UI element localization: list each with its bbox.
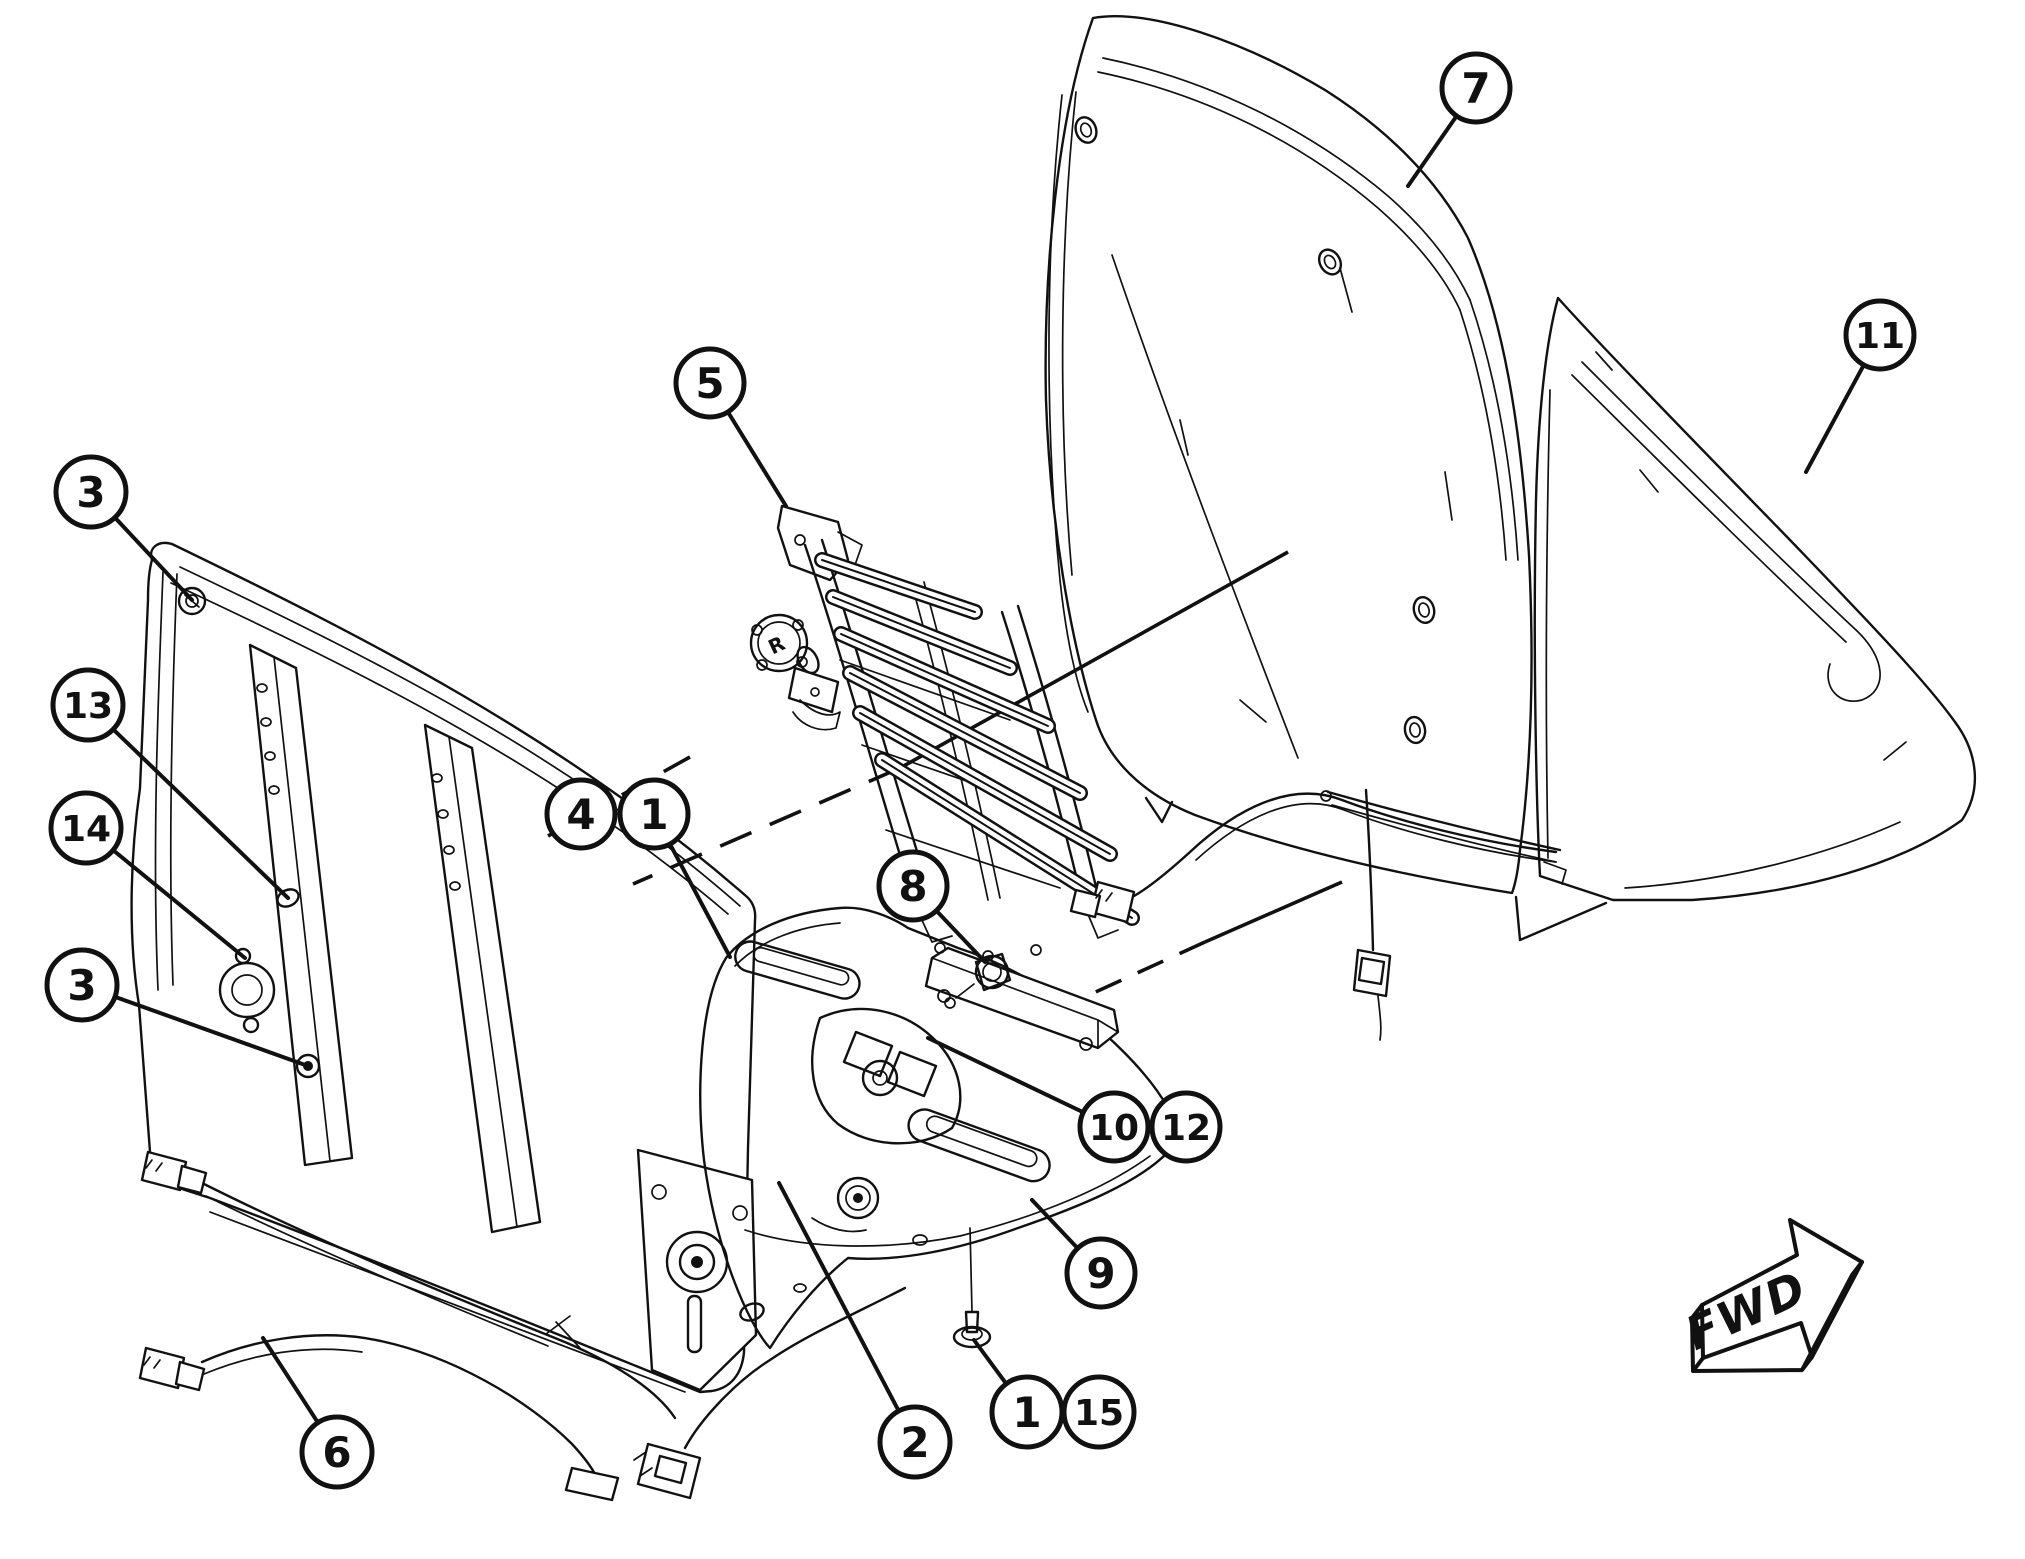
callout-circle [50, 667, 126, 743]
callout-circle [1439, 51, 1513, 125]
seat-back-frame [130, 541, 758, 1394]
harness-connector-upper-left [140, 1150, 208, 1195]
callout-15: 15 [1061, 1374, 1137, 1450]
harness-connector-lower-left [138, 1346, 206, 1392]
callout-number: 6 [322, 1428, 351, 1477]
callout-circle [1843, 298, 1917, 372]
callout-number: 5 [695, 359, 724, 408]
callout-leader [777, 1181, 917, 1444]
callout-circle [299, 1414, 375, 1490]
fwd-arrow-body [1700, 1218, 1864, 1360]
harness-connector-mid [1069, 880, 1136, 924]
fwd-label: FWD [1678, 1260, 1815, 1361]
callout-11: 11 [1804, 298, 1917, 474]
slide-rail-slot-front [907, 1108, 1051, 1183]
callout-number: 15 [1074, 1393, 1124, 1434]
callout-13: 13 [50, 667, 290, 900]
callout-circle [53, 454, 129, 530]
harness-bracket [564, 1466, 620, 1502]
callout-circle [876, 849, 950, 923]
callout-number: 13 [63, 686, 113, 727]
callout-3: 3 [53, 454, 194, 602]
callout-circle [44, 947, 120, 1023]
seat-pan [699, 906, 1177, 1350]
callout-1: 1 [617, 777, 732, 959]
callout-number: 1 [639, 790, 668, 839]
callout-8: 8 [876, 849, 987, 964]
callout-circle [877, 1404, 953, 1480]
callout-10: 10 [926, 1036, 1151, 1164]
frame-oval-hole [276, 888, 300, 908]
seat-back-cushion [1044, 15, 1608, 942]
callout-circle [1077, 1090, 1151, 1164]
callout-circle [673, 346, 747, 420]
callout-number: 1 [1012, 1388, 1041, 1437]
harness-clip [545, 1315, 581, 1349]
seat-wiring-harness [138, 1150, 907, 1502]
callout-number: 12 [1161, 1108, 1211, 1149]
callout-circle [1064, 1236, 1138, 1310]
callout-number: 4 [566, 790, 595, 839]
callout-circle [1149, 1090, 1223, 1164]
cushion-grommets [1074, 116, 1436, 745]
pan-bumper-rear [861, 1059, 899, 1097]
callout-number: 9 [1086, 1249, 1115, 1298]
backrest-harness [1069, 788, 1558, 1041]
callout-circle [544, 777, 618, 851]
lumbar-motor [787, 666, 840, 714]
callout-circle [48, 790, 124, 866]
callout-1: 1 [972, 1338, 1065, 1450]
callout-leader [86, 703, 290, 900]
harness-connector-drop [1352, 948, 1392, 1041]
callout-14: 14 [48, 790, 247, 960]
callout-6: 6 [261, 1336, 375, 1490]
assembly-centerline-lower [547, 755, 1343, 1002]
callout-circle [617, 777, 691, 851]
callout-number: 3 [76, 468, 105, 517]
recliner-emblem [218, 947, 276, 1034]
recliner-side-plate [636, 1148, 758, 1392]
callout-number: 3 [67, 961, 96, 1010]
cushion-skirt-flap [1514, 895, 1608, 942]
callout-number: 14 [61, 809, 111, 850]
fwd-direction-arrow: FWD [1678, 1218, 1864, 1373]
callout-5: 5 [673, 346, 788, 508]
callout-number: 8 [898, 862, 927, 911]
callout-3: 3 [44, 947, 310, 1068]
slide-rail-slot-rear [734, 940, 861, 1000]
harness-connector-bottom [633, 1442, 702, 1500]
callout-7: 7 [1406, 51, 1513, 188]
switch-bracket [924, 946, 1120, 1051]
callout-2: 2 [777, 1181, 953, 1480]
pan-bumper-front [836, 1176, 880, 1220]
mat-wire-loops [814, 552, 1140, 926]
callout-number: 10 [1089, 1108, 1139, 1149]
callout-leader [80, 983, 310, 1068]
callout-12: 12 [1149, 1090, 1223, 1164]
cushion-tab [1144, 796, 1174, 824]
callout-circle [1061, 1374, 1137, 1450]
callout-number: 2 [900, 1418, 929, 1467]
callout-number: 11 [1855, 316, 1905, 357]
callout-9: 9 [1030, 1198, 1138, 1310]
callout-4: 4 [544, 777, 618, 851]
callout-number: 7 [1461, 64, 1490, 113]
lumbar-knob: R [749, 613, 841, 731]
